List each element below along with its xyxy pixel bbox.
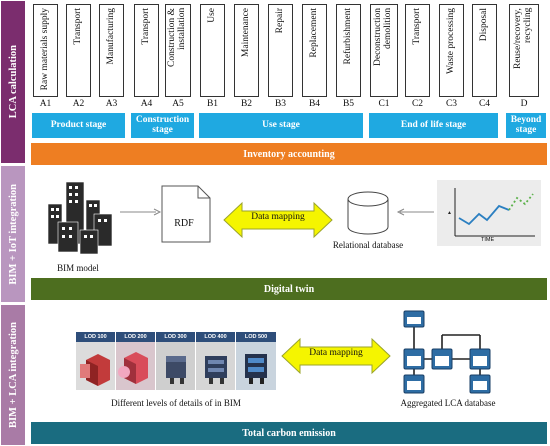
stage-box-c3: Waste processing: [439, 4, 464, 97]
bim-model-buildings-icon: [47, 181, 113, 255]
product-stage-bar: Product stage: [32, 113, 125, 138]
stage-code-a3: A3: [105, 99, 118, 109]
bim-iot-side-label: BIM + IoT integration: [1, 166, 25, 302]
lod-500-tile: LOD 500: [236, 332, 276, 390]
lod-400-tile: LOD 400: [196, 332, 235, 390]
stage-code-a4: A4: [140, 99, 153, 109]
lod-200-label: LOD 200: [116, 332, 155, 342]
lod-200-tile: LOD 200: [116, 332, 155, 390]
sensor-to-database-arrow-icon: [396, 208, 434, 216]
stage-box-a2: Transport: [66, 4, 91, 97]
stage-code-c1: C1: [378, 99, 390, 109]
stage-code-b5: B5: [342, 99, 355, 109]
stage-box-b1: Use: [200, 4, 225, 97]
construction-stage-bar: Construction stage: [131, 113, 194, 138]
lca-data-mapping-label: Data mapping: [309, 348, 363, 358]
stage-box-a4: Transport: [134, 4, 159, 97]
stage-box-c4: Disposal: [472, 4, 497, 97]
iot-time-series-chart-icon: ▲: [447, 188, 535, 237]
stage-code-a1: A1: [39, 99, 52, 109]
stage-code-a2: A2: [72, 99, 85, 109]
lod-300-label: LOD 300: [156, 332, 195, 342]
lod-strip: LOD 100 LOD 200 LOD 300 LOD 400: [76, 332, 276, 390]
stage-box-a3: Manufacturing: [99, 4, 124, 97]
bim-to-rdf-arrow-icon: [120, 208, 162, 216]
bim-model-label: BIM model: [57, 263, 99, 273]
relational-database-label: Relational database: [332, 240, 404, 250]
stage-box-b4: Replacement: [302, 4, 327, 97]
iot-data-mapping-label: Data mapping: [251, 212, 305, 222]
lod-500-label: LOD 500: [236, 332, 276, 342]
stage-box-c2: Transport: [405, 4, 430, 97]
aggregated-lca-database-network-icon: [403, 310, 491, 394]
iot-data-mapping-arrow-icon: [223, 201, 333, 239]
stage-box-b2: Maintenance: [234, 4, 259, 97]
beyond-stage-bar: Beyond stage: [506, 113, 546, 138]
stage-box-c1: Deconstruction demolition: [370, 4, 398, 97]
total-carbon-emission-bar: Total carbon emission: [31, 422, 547, 444]
stage-code-d: D: [520, 99, 528, 109]
stage-box-b5: Refurbishment: [336, 4, 361, 97]
stage-code-b2: B2: [240, 99, 253, 109]
lod-300-tile: LOD 300: [156, 332, 195, 390]
inventory-accounting-bar: Inventory accounting: [31, 143, 547, 165]
stage-box-a1: Raw materials supply: [33, 4, 58, 97]
lod-400-label: LOD 400: [196, 332, 235, 342]
rdf-label: RDF: [174, 218, 194, 229]
digital-twin-bar: Digital twin: [31, 278, 547, 300]
lod-500-model-icon: [245, 354, 267, 384]
rdf-document-icon: [161, 185, 211, 243]
lod-100-tile: LOD 100: [76, 332, 115, 390]
bim-lca-side-label: BIM + LCA integration: [1, 305, 25, 445]
stage-box-b3: Repair: [268, 4, 293, 97]
stage-code-b4: B4: [308, 99, 321, 109]
lod-400-model-icon: [205, 356, 227, 384]
lod-100-label: LOD 100: [76, 332, 115, 342]
stage-code-c3: C3: [445, 99, 458, 109]
lod-200-model-icon: [118, 352, 148, 384]
stage-code-b1: B1: [206, 99, 219, 109]
stage-code-a5: A5: [172, 99, 184, 109]
lod-100-model-icon: [80, 354, 110, 386]
stage-code-c4: C4: [478, 99, 491, 109]
relational-database-cylinder-icon: [347, 191, 389, 235]
time-axis-label: TIME: [481, 237, 495, 243]
stage-code-b3: B3: [274, 99, 287, 109]
svg-text:▲: ▲: [447, 210, 452, 216]
lod-levels-caption: Different levels of details of in BIM: [111, 398, 241, 408]
stage-code-c2: C2: [411, 99, 424, 109]
stage-box-a5: Construction & installation: [165, 4, 191, 97]
lod-300-model-icon: [166, 356, 186, 384]
lca-calculation-side-label: LCA calculation: [1, 1, 25, 163]
stage-box-d: Reuse/recovery, recycling: [509, 4, 539, 97]
lca-data-mapping-arrow-icon: [281, 337, 391, 375]
end-of-life-stage-bar: End of life stage: [369, 113, 498, 138]
use-stage-bar: Use stage: [199, 113, 363, 138]
aggregated-lca-database-label: Aggregated LCA database: [400, 398, 496, 408]
iot-time-series-panel: ▲ TIME: [437, 180, 541, 246]
